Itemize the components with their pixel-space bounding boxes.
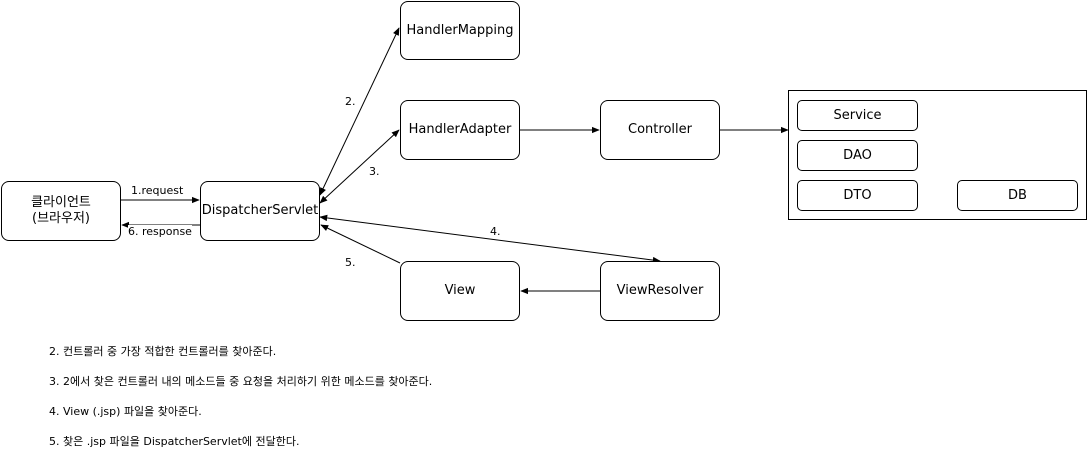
dispatcher-servlet-label: DispatcherServlet [201, 203, 319, 218]
note-step5: 5. 찾은 .jsp 파일을 DispatcherServlet에 전달한다. [49, 435, 300, 448]
view-dispatcher-arrow [320, 224, 401, 264]
note-step2: 2. 컨트롤러 중 가장 적합한 컨트롤러를 찾아준다. [49, 345, 277, 358]
dispatcher-viewresolver-arrow [319, 214, 661, 264]
dao-node: DAO [797, 140, 918, 171]
service-label: Service [833, 107, 882, 123]
dto-label: DTO [843, 187, 872, 203]
controller-label: Controller [628, 122, 692, 137]
step2-label: 2. [345, 95, 356, 108]
view-node: View [400, 261, 520, 321]
view-label: View [444, 283, 476, 298]
dispatcher-handlermapping-arrow [319, 27, 400, 196]
handler-adapter-node: HandlerAdapter [400, 100, 520, 160]
note-step3: 3. 2에서 찾은 컨트롤러 내의 메소드들 중 요청을 처리하기 위한 메소드… [49, 375, 433, 388]
client-node: 클라이언트 (브라우저) [1, 181, 121, 241]
request-label: 1.request [131, 184, 184, 197]
step3-label: 3. [369, 165, 380, 178]
client-label-line1: 클라이언트 [31, 195, 91, 210]
handler-adapter-label: HandlerAdapter [408, 122, 512, 137]
step5-label: 5. [345, 256, 356, 269]
handler-mapping-node: HandlerMapping [400, 1, 520, 60]
controller-node: Controller [600, 100, 720, 160]
dao-label: DAO [843, 147, 872, 163]
view-resolver-label: ViewResolver [616, 283, 704, 298]
client-label-line2: (브라우저) [32, 211, 90, 226]
view-resolver-node: ViewResolver [600, 261, 720, 321]
db-label: DB [1008, 187, 1027, 203]
response-label: 6. response [128, 225, 192, 238]
note-step4: 4. View (.jsp) 파일을 찾아준다. [49, 405, 202, 418]
db-node: DB [957, 180, 1078, 211]
step4-label: 4. [490, 225, 501, 238]
handler-mapping-label: HandlerMapping [406, 22, 514, 38]
dispatcher-handleradapter-arrow [319, 129, 400, 204]
dto-node: DTO [797, 180, 918, 211]
dispatcher-servlet-node: DispatcherServlet [200, 181, 320, 241]
service-node: Service [797, 100, 918, 131]
